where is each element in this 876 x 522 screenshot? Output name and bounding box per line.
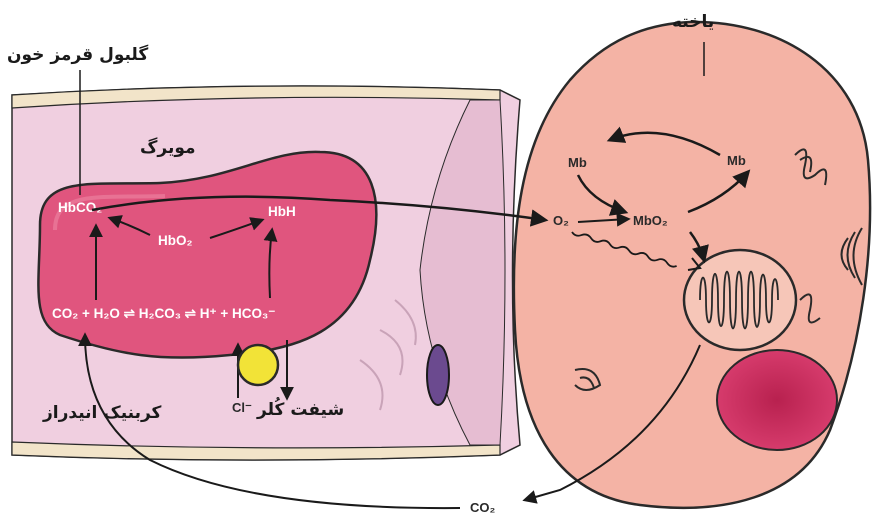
mbo2-label: MbO₂ — [633, 213, 668, 228]
cl-label: Cl⁻ — [232, 400, 252, 415]
hbo2-label: HbO₂ — [158, 233, 193, 248]
chloride-transporter — [238, 345, 278, 385]
mitochondrion — [684, 250, 796, 350]
mb-left-label: Mb — [568, 155, 587, 170]
endothelial-nucleus — [427, 345, 449, 405]
hbh-label: HbH — [268, 204, 296, 219]
equation-label: CO₂ + H₂O ⇌ H₂CO₃ ⇌ H⁺ + HCO₃⁻ — [52, 306, 275, 321]
rbc-label: گلبول قرمز خون — [7, 47, 148, 64]
nucleus — [717, 350, 837, 450]
co2-bottom-label: CO₂ — [470, 500, 496, 515]
capillary-label: مویرگ — [140, 140, 196, 157]
chloride-shift-label: شیفت کُلر — [257, 402, 344, 419]
o2-label: O₂ — [553, 213, 569, 228]
cell-label: یاخته — [672, 14, 714, 31]
carbonic-anhydrase-label: کربنیک انیدراز — [43, 405, 161, 422]
mb-right-label: Mb — [727, 153, 746, 168]
hbco2-label: HbCO₂ — [58, 200, 102, 215]
